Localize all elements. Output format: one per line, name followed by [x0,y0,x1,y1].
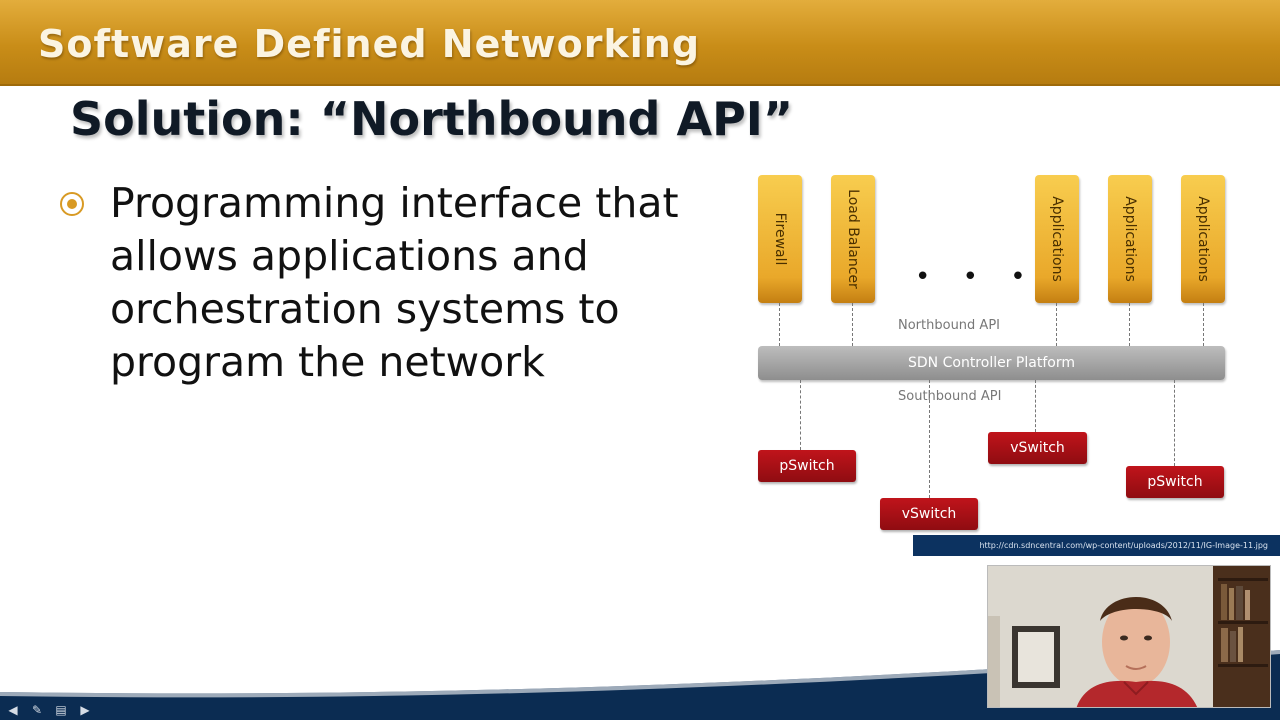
connector-line [1203,303,1204,346]
app-label: Applications [1049,196,1065,282]
app-label: Load Balancer [845,189,861,289]
bullet-text: Programming interface that allows applic… [110,179,679,386]
switch-box-pswitch: pSwitch [758,450,856,482]
player-controls: ◀ ✎ ▤ ▶ [0,700,124,720]
switch-box-vswitch: vSwitch [880,498,978,530]
app-label: Applications [1195,196,1211,282]
app-box-firewall: Firewall [758,175,802,303]
connector-line [1035,380,1036,432]
slide-title: Solution: “Northbound API” [70,92,794,146]
app-box-load-balancer: Load Balancer [831,175,875,303]
connector-line [929,380,930,498]
source-url-caption: http://cdn.sdncentral.com/wp-content/upl… [913,535,1280,556]
app-box-applications: Applications [1108,175,1152,303]
app-box-applications: Applications [1181,175,1225,303]
bullet-icon [60,192,84,216]
connector-line [852,303,853,346]
header-title: Software Defined Networking [38,22,701,66]
app-label: Applications [1122,196,1138,282]
connector-line [1056,303,1057,346]
connector-line [1174,380,1175,466]
slides-icon[interactable]: ▤ [55,703,67,717]
footer-swoosh [0,650,1280,720]
app-label: Firewall [772,212,788,266]
connector-line [779,303,780,346]
connector-line [1129,303,1130,346]
southbound-api-label: Southbound API [898,389,1002,404]
switch-box-vswitch: vSwitch [988,432,1087,464]
connector-line [800,380,801,450]
switch-box-pswitch: pSwitch [1126,466,1224,498]
app-box-applications: Applications [1035,175,1079,303]
sdn-controller-platform: SDN Controller Platform [758,346,1225,380]
presenter-video-frame [988,566,1270,707]
forward-arrow-icon[interactable]: ▶ [80,703,90,717]
back-arrow-icon[interactable]: ◀ [8,703,18,717]
pen-icon[interactable]: ✎ [31,703,43,717]
ellipsis: • • • [915,262,1038,292]
presenter-webcam [987,565,1271,708]
header-bar: Software Defined Networking [0,0,1280,86]
northbound-api-label: Northbound API [898,318,1000,333]
